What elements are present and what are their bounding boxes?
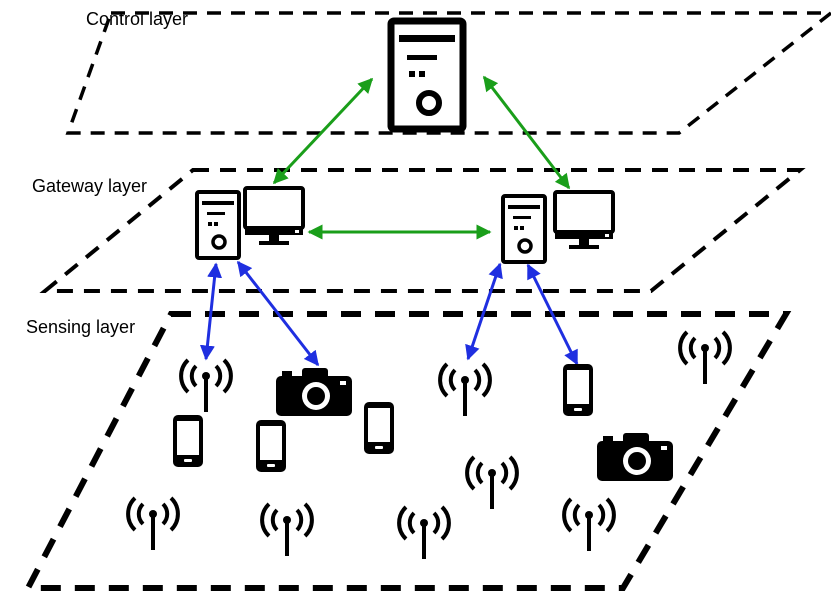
antenna-icon xyxy=(126,496,180,552)
phone-icon xyxy=(256,420,286,472)
control-layer-label: Control layer xyxy=(86,9,189,29)
camera-icon xyxy=(276,368,352,416)
link-control-gateway-left xyxy=(272,77,374,185)
gateway-left-server-icon xyxy=(195,190,241,260)
antenna-icon xyxy=(465,455,519,511)
phone-icon xyxy=(563,364,593,416)
link-gateway-left-camera xyxy=(236,260,320,367)
antenna-icon xyxy=(179,358,233,414)
sensing-layer-plane xyxy=(23,311,792,591)
phone-icon xyxy=(364,402,394,454)
gateway-layer-label: Gateway layer xyxy=(32,176,148,196)
antenna-icon xyxy=(397,505,451,561)
gateway-right-server-icon xyxy=(501,194,547,264)
link-gateway-right-antenna xyxy=(465,262,503,361)
sensing-layer-label: Sensing layer xyxy=(26,317,136,337)
control-layer-plane xyxy=(65,11,831,135)
antenna-icon xyxy=(260,502,314,558)
link-gateway-right-phone xyxy=(526,263,579,366)
gateway-right-monitor-icon xyxy=(553,190,615,251)
gateway-left-monitor-icon xyxy=(243,186,305,247)
link-control-gateway-right xyxy=(482,75,571,190)
control-server-icon xyxy=(391,21,463,129)
antenna-icon xyxy=(438,362,492,418)
antenna-icon xyxy=(678,330,732,386)
camera-icon xyxy=(597,433,673,481)
antenna-icon xyxy=(562,497,616,553)
link-gateway-left-antenna xyxy=(199,262,223,361)
gateway-layer-plane xyxy=(39,168,806,293)
phone-icon xyxy=(173,415,203,467)
